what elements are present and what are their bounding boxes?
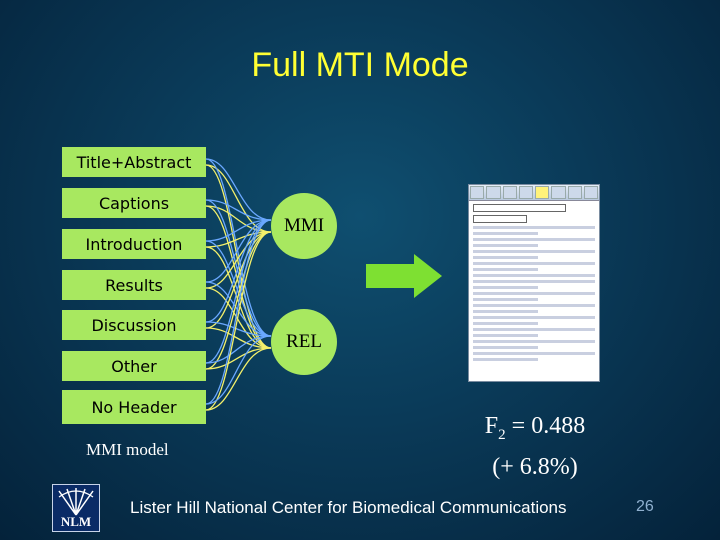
f-score-improvement: (+ 6.8%) — [492, 453, 578, 480]
footer-text: Lister Hill National Center for Biomedic… — [130, 498, 567, 517]
connector-line — [205, 231, 272, 411]
section-results: Results — [62, 270, 206, 300]
section-other: Other — [62, 351, 206, 381]
right-arrow-icon — [366, 254, 442, 298]
connector-line — [205, 347, 272, 370]
f-score: F2 = 0.488 (+ 6.8%) — [440, 410, 630, 483]
nlm-logo-icon — [58, 488, 94, 516]
connector-line — [205, 240, 272, 337]
connector-line — [205, 219, 272, 364]
connector-line — [205, 205, 272, 233]
connector-line — [205, 219, 272, 242]
section-introduction: Introduction — [62, 229, 206, 259]
connector-line — [205, 231, 272, 248]
section-no-header: No Header — [62, 390, 206, 424]
connector-line — [205, 219, 272, 405]
connector-line — [205, 205, 272, 349]
connector-line — [205, 335, 272, 405]
rel-circle: REL — [271, 309, 337, 375]
connector-line — [205, 199, 272, 337]
connector-line — [205, 219, 272, 283]
page-number: 26 — [636, 498, 654, 515]
model-label: MMI model — [86, 440, 169, 459]
connector-line — [205, 335, 272, 364]
mti-interface-thumbnail — [468, 184, 600, 382]
connector-line — [205, 321, 272, 337]
f-score-value: F2 = 0.488 — [484, 413, 586, 443]
connector-line — [205, 158, 272, 337]
thumbnail-toolbar — [469, 185, 599, 201]
connector-line — [205, 164, 272, 349]
section-title-abstract: Title+Abstract — [62, 147, 206, 177]
connector-line — [205, 231, 272, 370]
slide-title: Full MTI Mode — [251, 46, 469, 84]
connector-line — [205, 158, 272, 221]
connector-line — [205, 246, 272, 349]
connector-line — [205, 231, 272, 289]
connector-line — [205, 231, 272, 329]
section-discussion: Discussion — [62, 310, 206, 340]
mmi-circle: MMI — [271, 193, 337, 259]
connector-line — [205, 219, 272, 323]
section-captions: Captions — [62, 188, 206, 218]
connector-line — [205, 199, 272, 221]
connector-line — [205, 164, 272, 233]
connector-line — [205, 347, 272, 411]
nlm-logo-text: NLM — [60, 514, 92, 529]
connector-line — [205, 327, 272, 349]
nlm-logo: NLM — [52, 484, 100, 532]
